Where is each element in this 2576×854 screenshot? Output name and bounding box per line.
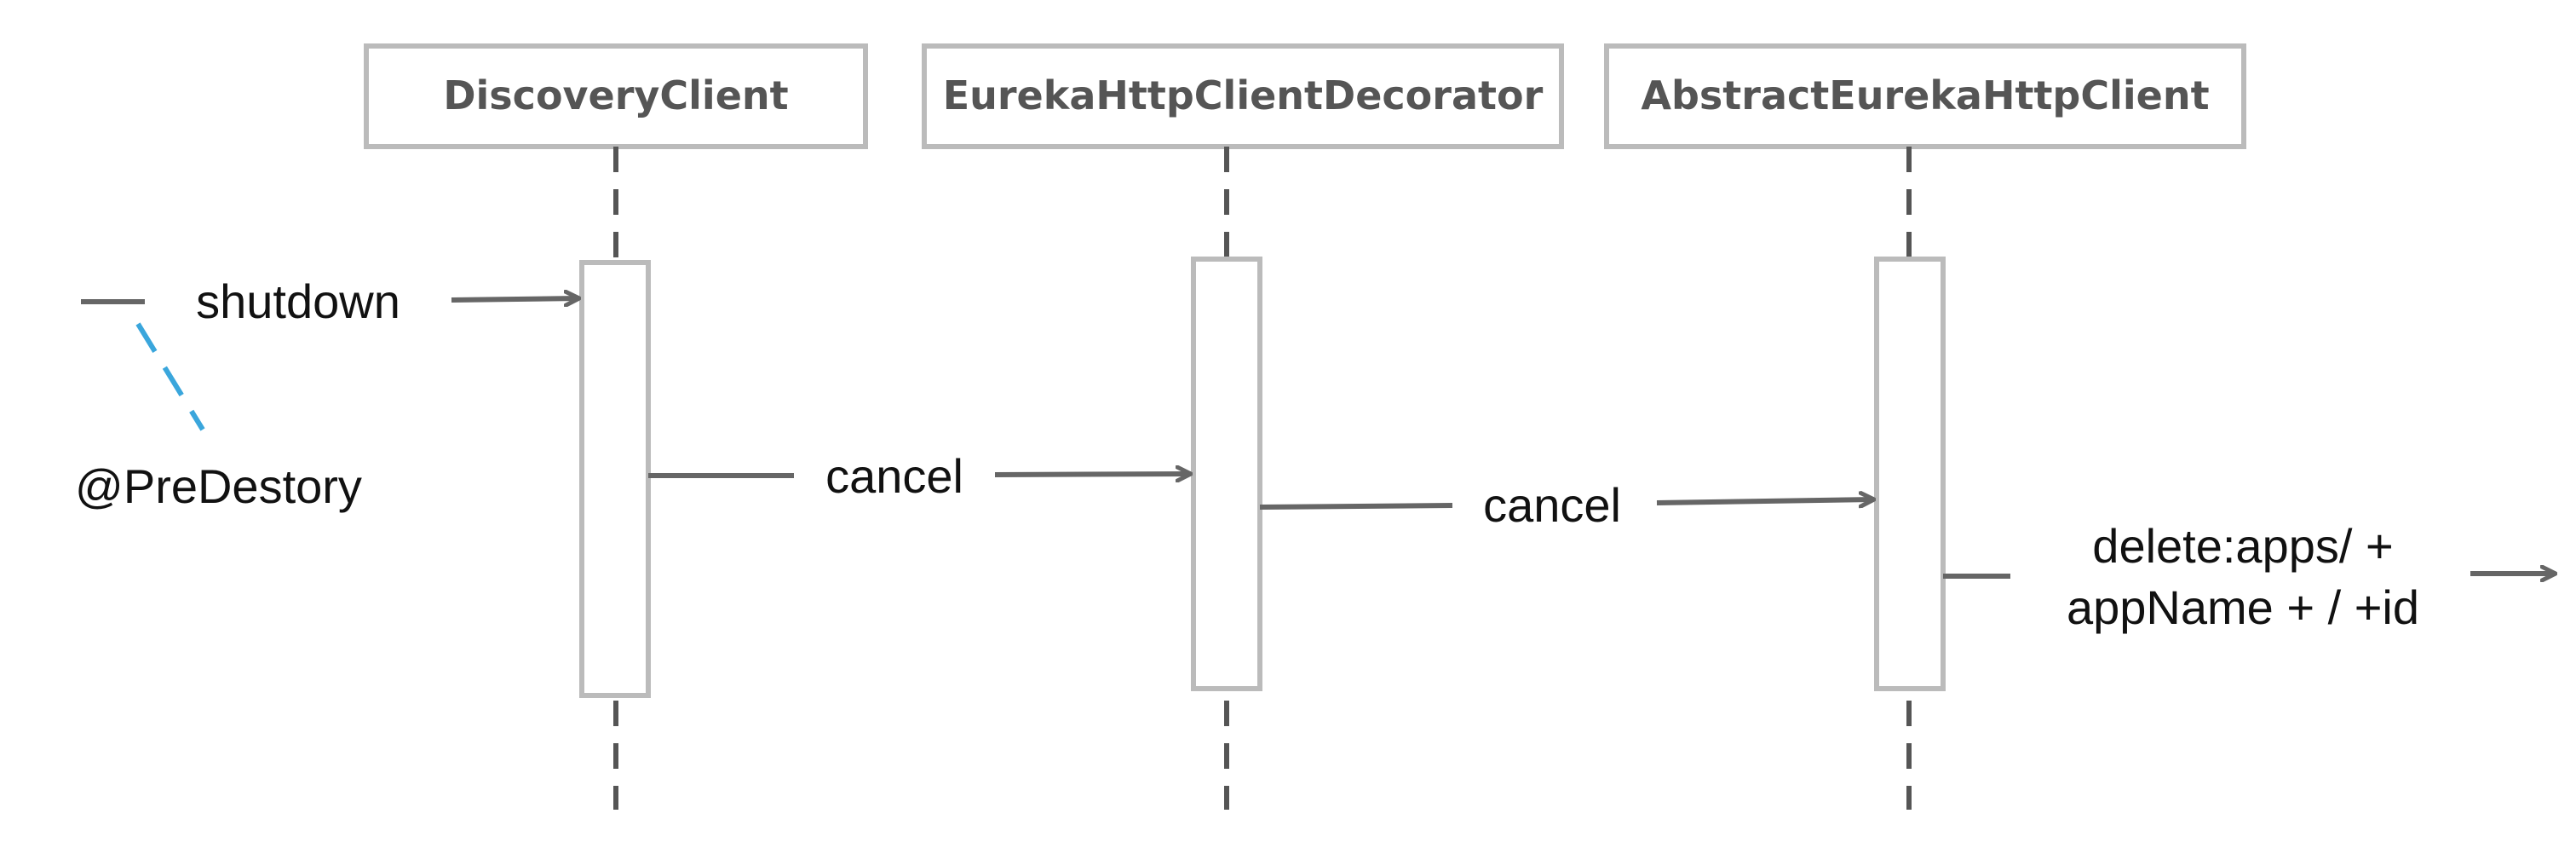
note-label: @PreDestory — [75, 459, 362, 513]
participant-box — [922, 43, 1564, 149]
message-shutdown: shutdown — [81, 274, 579, 328]
message-arrow — [1656, 499, 1874, 503]
message-label: cancel — [825, 449, 963, 503]
message-cancel-1: cancel — [648, 449, 1191, 503]
participant-abstract-eureka-http-client: AbstractEurekaHttpClient — [1604, 43, 2246, 810]
participant-box — [1604, 43, 2246, 149]
message-delete: delete:apps/ + appName + / +id — [1943, 519, 2556, 634]
activation-bar — [579, 260, 651, 698]
participant-box — [364, 43, 868, 149]
message-label-line-1: delete:apps/ + — [2092, 519, 2393, 573]
note-predestroy: @PreDestory — [75, 322, 362, 513]
message-label: shutdown — [196, 274, 400, 328]
participant-discovery-client: DiscoveryClient — [364, 43, 868, 810]
message-label: cancel — [1483, 478, 1621, 532]
message-arrow — [994, 474, 1191, 475]
activation-bar — [1874, 257, 1946, 691]
participant-label: EurekaHttpClientDecorator — [943, 72, 1544, 118]
message-label-line-2: appName + / +id — [2067, 580, 2419, 634]
participant-label: AbstractEurekaHttpClient — [1641, 72, 2209, 118]
message-line-start — [1259, 503, 1453, 510]
participant-eureka-http-client-decorator: EurekaHttpClientDecorator — [922, 43, 1564, 810]
message-cancel-2: cancel — [1259, 478, 1874, 532]
note-connector — [135, 322, 205, 431]
activation-bar — [1191, 257, 1262, 691]
participant-label: DiscoveryClient — [443, 72, 788, 118]
message-arrow — [451, 298, 579, 300]
